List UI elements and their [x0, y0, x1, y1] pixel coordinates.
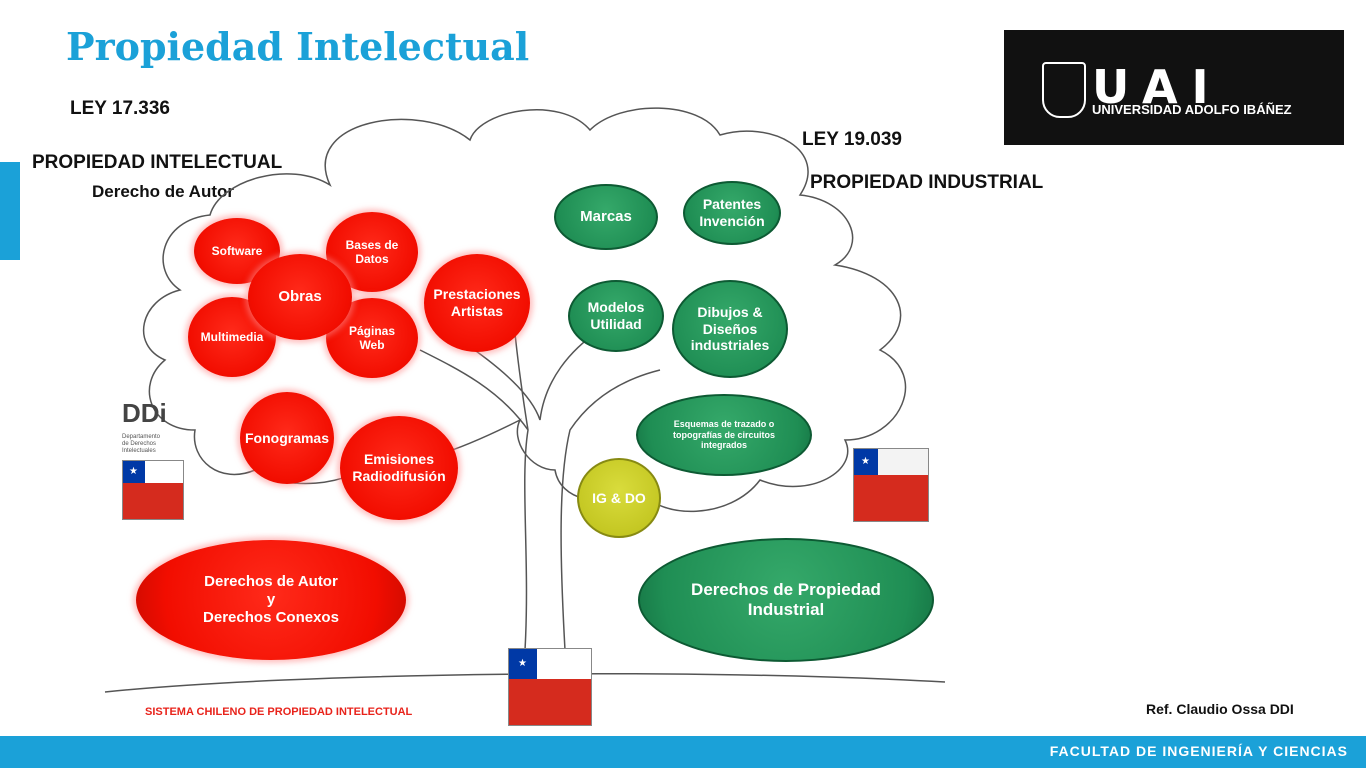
- reference-credit: Ref. Claudio Ossa DDI: [1146, 701, 1294, 717]
- node-patentes-invencion: Patentes Invención: [683, 181, 781, 245]
- ddi-logo: DDi Departamento de Derechos Intelectual…: [122, 398, 184, 522]
- node-esquemas-trazado: Esquemas de trazado o topografías de cir…: [636, 394, 812, 476]
- ground-line: [104, 672, 946, 693]
- tree-diagram: [104, 107, 946, 693]
- trunk-flag-icon: ★: [508, 648, 592, 726]
- diagram-caption: SISTEMA CHILENO DE PROPIEDAD INTELECTUAL: [145, 706, 413, 718]
- uai-shield-icon: [1042, 62, 1086, 118]
- inapi-flag-icon: ★: [853, 448, 929, 522]
- tree-canopy-outline: [142, 107, 907, 513]
- ddi-logo-mark: DDi: [122, 398, 167, 428]
- tree-trunk: [419, 299, 661, 651]
- uai-logo-name: UNIVERSIDAD ADOLFO IBÁÑEZ: [1092, 102, 1292, 117]
- propiedad-industrial-heading: PROPIEDAD INDUSTRIAL: [810, 172, 1044, 193]
- derecho-de-autor-subheading: Derecho de Autor: [92, 182, 235, 201]
- uai-logo-word: UAI: [1092, 60, 1223, 114]
- ddi-logo-subtitle: Departamento de Derechos Intelectuales: [122, 434, 161, 454]
- node-ig-do: IG & DO: [577, 458, 661, 538]
- footer-bar: FACULTAD DE INGENIERÍA Y CIENCIAS: [0, 736, 1366, 768]
- node-modelos-utilidad: Modelos Utilidad: [568, 280, 664, 352]
- left-accent-bar: [0, 162, 20, 260]
- ley-17336-label: LEY 17.336: [70, 98, 171, 119]
- node-dibujos-disenos: Dibujos & Diseños industriales: [672, 280, 788, 378]
- node-derechos-autor-conexos: Derechos de Autor y Derechos Conexos: [136, 540, 406, 660]
- node-prestaciones-artistas: Prestaciones Artistas: [424, 254, 530, 352]
- node-marcas: Marcas: [554, 184, 658, 250]
- node-derechos-propiedad-industrial: Derechos de Propiedad Industrial: [638, 538, 934, 662]
- node-emisiones-radiodifusion: Emisiones Radiodifusión: [340, 416, 458, 520]
- ddi-chile-flag-icon: ★: [122, 460, 184, 520]
- footer-faculty-label: FACULTAD DE INGENIERÍA Y CIENCIAS: [1049, 743, 1348, 759]
- node-obras: Obras: [248, 254, 352, 340]
- page-title: Propiedad Intelectual: [66, 24, 530, 69]
- uai-logo: UAI UNIVERSIDAD ADOLFO IBÁÑEZ: [1004, 30, 1344, 145]
- ley-19039-label: LEY 19.039: [802, 129, 903, 150]
- node-fonogramas: Fonogramas: [240, 392, 334, 484]
- propiedad-intelectual-heading: PROPIEDAD INTELECTUAL: [32, 152, 283, 173]
